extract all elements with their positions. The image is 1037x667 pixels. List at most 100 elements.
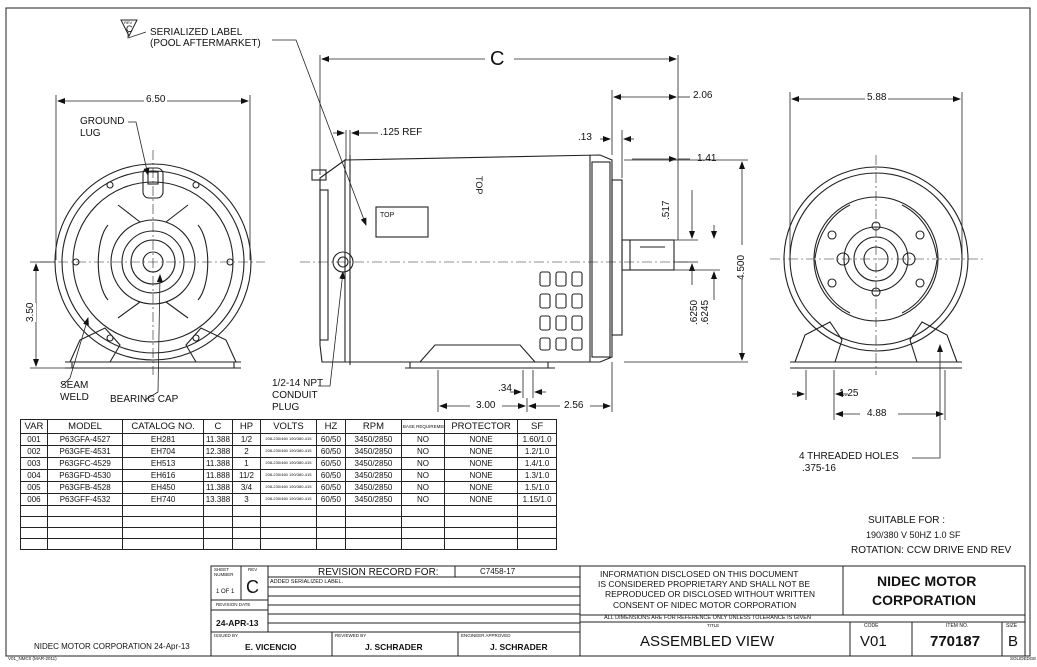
variants-cell <box>315 538 346 550</box>
code-label: CODE <box>864 623 879 629</box>
variants-cell: EH513 <box>122 457 204 470</box>
ground-lug-note: GROUND <box>80 116 125 127</box>
variants-cell <box>315 527 346 539</box>
variants-cell: 1.5/1.0 <box>517 481 557 494</box>
variants-cell: 11.888 <box>202 469 234 482</box>
variants-cell <box>232 516 261 528</box>
variants-cell <box>517 538 557 550</box>
variants-cell: P63GFE-4531 <box>46 445 124 458</box>
variants-cell <box>202 538 234 550</box>
revision-record-value: C7458-17 <box>480 567 516 576</box>
revision-date-label: REVISION DATE <box>216 602 251 607</box>
variants-header-1: MODEL <box>46 419 124 434</box>
drawing-border <box>5 7 1031 657</box>
variants-cell <box>344 516 402 528</box>
variants-cell <box>517 505 557 517</box>
variants-cell: P63GFF-4532 <box>46 493 124 506</box>
side-view <box>311 154 675 369</box>
dimensions-note: ALL DIMENSIONS ARE FOR REFERENCE ONLY UN… <box>604 615 811 621</box>
variants-header-4: HP <box>232 419 261 434</box>
seam-weld-note: SEAM <box>60 380 89 391</box>
variants-cell: NO <box>400 457 445 470</box>
conduit-plug-note-3: PLUG <box>272 402 300 413</box>
rev-symbol-text: REV <box>124 20 133 25</box>
conduit-plug-note-2: CONDUIT <box>272 390 318 401</box>
variants-blank-row <box>20 538 557 550</box>
dim-013: .13 <box>578 132 592 143</box>
dim-2-06: 2.06 <box>693 90 713 101</box>
engineer-approved: J. SCHRADER <box>490 642 548 652</box>
variants-cell: 60/50 <box>315 481 346 494</box>
variants-cell <box>122 538 204 550</box>
variants-cell: 3/4 <box>232 481 261 494</box>
variants-cell: 3450/2850 <box>344 481 402 494</box>
variants-header-6: HZ <box>315 419 346 434</box>
size-label: SIZE <box>1006 623 1018 629</box>
variants-cell: 11.388 <box>202 433 234 446</box>
variants-cell: NO <box>400 493 445 506</box>
company-name-2: CORPORATION <box>872 592 976 608</box>
variants-cell: 1.4/1.0 <box>517 457 557 470</box>
variants-cell: 60/50 <box>315 493 346 506</box>
variants-cell: 208-230/460 190/380-415 <box>259 493 317 506</box>
variants-cell: 2 <box>232 445 261 458</box>
variants-cell <box>344 527 402 539</box>
variants-cell <box>46 527 124 539</box>
variants-cell: P63GFA-4527 <box>46 433 124 446</box>
variants-cell: EH740 <box>122 493 204 506</box>
variants-cell: NO <box>400 433 445 446</box>
variants-cell <box>232 538 261 550</box>
variants-cell <box>20 516 48 528</box>
rev-value: C <box>246 577 259 597</box>
nameplate-top-label: TOP <box>380 212 395 219</box>
size-value: B <box>1008 633 1019 650</box>
variants-cell <box>443 538 519 550</box>
variants-cell <box>344 505 402 517</box>
variants-cell: NONE <box>443 433 519 446</box>
variants-cell: 60/50 <box>315 469 346 482</box>
seam-weld-note-2: WELD <box>60 392 89 403</box>
variants-cell: 005 <box>20 481 48 494</box>
variants-header-0: VAR <box>20 419 48 434</box>
variants-cell <box>202 516 234 528</box>
suitable-voltage: 190/380 V 50HZ 1.0 SF <box>866 530 961 540</box>
variants-cell <box>517 527 557 539</box>
variants-cell <box>443 527 519 539</box>
issued-by: E. VICENCIO <box>245 642 297 652</box>
variants-cell: 003 <box>20 457 48 470</box>
variants-cell: 11.388 <box>202 481 234 494</box>
dim-6-50: 6.50 <box>144 94 168 105</box>
item-no-value: 770187 <box>930 633 981 650</box>
variants-cell: 3450/2850 <box>344 469 402 482</box>
dim-1-25: 1.25 <box>839 388 859 399</box>
rev-symbol-letter: C <box>126 24 133 34</box>
title-label: TITLE <box>707 623 720 628</box>
variants-cell <box>232 505 261 517</box>
variants-cell: NONE <box>443 445 519 458</box>
variants-blank-row <box>20 505 557 517</box>
drawing-title: ASSEMBLED VIEW <box>640 633 775 650</box>
variants-cell <box>315 516 346 528</box>
dim-3-50: 3.50 <box>25 302 36 322</box>
variants-cell: 3450/2850 <box>344 493 402 506</box>
company-name-1: NIDEC MOTOR <box>877 573 977 589</box>
variants-cell <box>315 505 346 517</box>
variants-cell <box>259 538 317 550</box>
conduit-plug-note: 1/2-14 NPT <box>272 378 324 389</box>
variants-cell: 004 <box>20 469 48 482</box>
variants-cell: 208-230/460 190/380-415 <box>259 445 317 458</box>
variants-cell <box>46 505 124 517</box>
variants-cell <box>122 527 204 539</box>
disclaimer-line-1: INFORMATION DISCLOSED ON THIS DOCUMENT <box>600 569 799 579</box>
revision-record-label: REVISION RECORD FOR: <box>318 567 439 578</box>
dim-4-500: 4.500 <box>736 254 747 280</box>
dim-4-88: 4.88 <box>867 408 887 419</box>
rotation-note: ROTATION: CCW DRIVE END REV <box>851 545 1012 556</box>
issued-by-label: ISSUED BY <box>214 633 239 638</box>
variants-cell: 11.388 <box>202 457 234 470</box>
variants-cell: 1/2 <box>232 433 261 446</box>
variants-cell <box>202 527 234 539</box>
variants-cell: 001 <box>20 433 48 446</box>
